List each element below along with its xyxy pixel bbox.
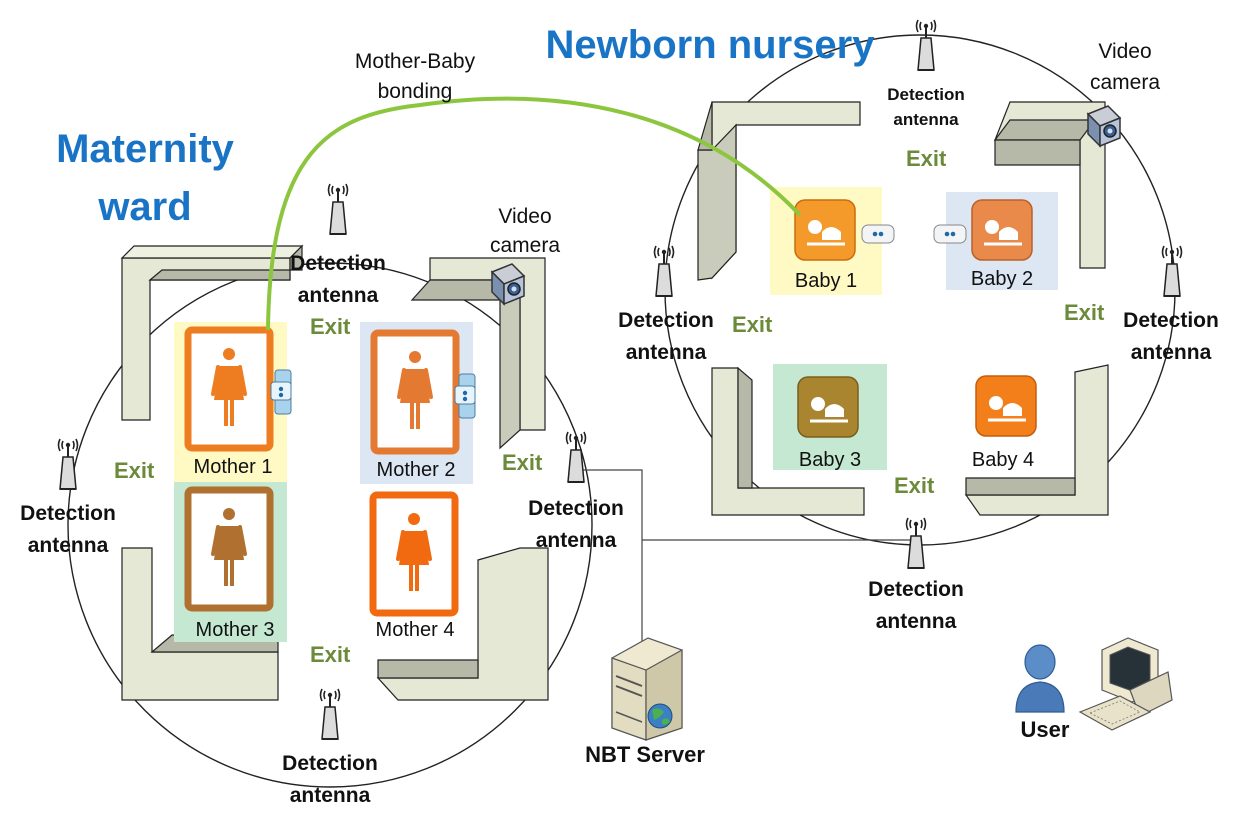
mother-2-bed	[370, 329, 460, 455]
baby-3-icon	[797, 376, 859, 438]
maternity-walls	[120, 244, 549, 701]
bonding-label: Mother-Baby bonding	[330, 47, 500, 107]
server-icon	[611, 637, 683, 741]
mother-4-label: Mother 4	[375, 619, 455, 641]
baby-4-label: Baby 4	[971, 449, 1035, 471]
antenna-label-line1: Detection	[290, 252, 386, 275]
camera-label-line1: Video	[1098, 40, 1152, 63]
antenna-label-line1: Detection	[887, 85, 965, 104]
antenna-label-line1: Detection	[868, 578, 964, 601]
nursery-camera-label: Video camera	[1070, 36, 1180, 98]
antenna-label-line1: Detection	[20, 502, 116, 525]
baby-2-label: Baby 2	[970, 268, 1034, 290]
user-icon	[1015, 644, 1065, 713]
exit-label: Exit	[1064, 300, 1105, 325]
exit-label: Exit	[894, 473, 935, 498]
baby-1-tag-icon	[861, 224, 895, 244]
antenna-label-line2: antenna	[893, 110, 959, 129]
antenna-label-line2: antenna	[297, 284, 379, 307]
mother-3-bed	[184, 486, 274, 612]
mother-4-bed	[369, 491, 459, 617]
maternity-camera-label: Video camera	[470, 202, 580, 260]
antenna-label: Detection antenna	[0, 498, 136, 562]
nursery-walls	[697, 101, 1109, 516]
mother-1-label: Mother 1	[193, 456, 273, 478]
maternity-zone-circle	[67, 262, 593, 788]
antenna-label-line1: Detection	[618, 309, 714, 332]
mother-3-label: Mother 3	[195, 619, 275, 641]
antenna-label-line1: Detection	[282, 752, 378, 775]
antenna-icon	[319, 688, 341, 740]
mother-1-bed	[184, 326, 274, 452]
antenna-icon	[1161, 245, 1183, 297]
network-line-maternity	[578, 469, 643, 645]
user-label: User	[1020, 717, 1070, 742]
antenna-label-line2: antenna	[625, 341, 707, 364]
antenna-label: Detection antenna	[1102, 305, 1240, 369]
bonding-label-line2: bonding	[377, 80, 453, 103]
antenna-label: Detection antenna	[596, 305, 736, 369]
bonding-line	[266, 96, 802, 331]
server-label: NBT Server	[585, 742, 705, 767]
antenna-icon	[653, 245, 675, 297]
antenna-label: Detection antenna	[866, 82, 986, 132]
exit-label: Exit	[906, 146, 947, 171]
antenna-label: Detection antenna	[846, 574, 986, 638]
antenna-label-line2: antenna	[1130, 341, 1212, 364]
camera-label-line2: camera	[489, 234, 561, 257]
antenna-label: Detection antenna	[268, 248, 408, 312]
antenna-icon	[327, 183, 349, 235]
exit-label: Exit	[310, 314, 351, 339]
antenna-label-line2: antenna	[27, 534, 109, 557]
nursery-title: Newborn nursery	[545, 23, 875, 67]
antenna-label-line2: antenna	[875, 610, 957, 633]
mother-2-label: Mother 2	[376, 459, 456, 481]
camera-label-line1: Video	[498, 205, 552, 228]
antenna-icon	[915, 19, 937, 71]
baby-1-label: Baby 1	[794, 270, 858, 292]
camera-label-line2: camera	[1089, 71, 1161, 94]
antenna-label-line1: Detection	[528, 497, 624, 520]
antenna-label: Detection antenna	[260, 748, 400, 812]
antenna-label-line2: antenna	[535, 529, 617, 552]
exit-label: Exit	[310, 642, 351, 667]
baby-1-icon	[794, 199, 856, 261]
antenna-label-line2: antenna	[289, 784, 371, 807]
maternity-title: Maternity ward	[30, 126, 260, 230]
maternity-title-line2: ward	[98, 185, 192, 229]
baby-3-label: Baby 3	[798, 449, 862, 471]
baby-2-tag-icon	[933, 224, 967, 244]
antenna-label: Detection antenna	[506, 493, 646, 557]
antenna-label-line1: Detection	[1123, 309, 1219, 332]
exit-label: Exit	[114, 458, 155, 483]
maternity-title-line1: Maternity	[56, 127, 234, 171]
exit-label: Exit	[502, 450, 543, 475]
computer-icon	[1078, 637, 1173, 731]
baby-4-icon	[975, 375, 1037, 437]
antenna-icon	[905, 517, 927, 569]
baby-2-icon	[971, 199, 1033, 261]
exit-label: Exit	[732, 312, 773, 337]
bonding-label-line1: Mother-Baby	[354, 50, 476, 73]
